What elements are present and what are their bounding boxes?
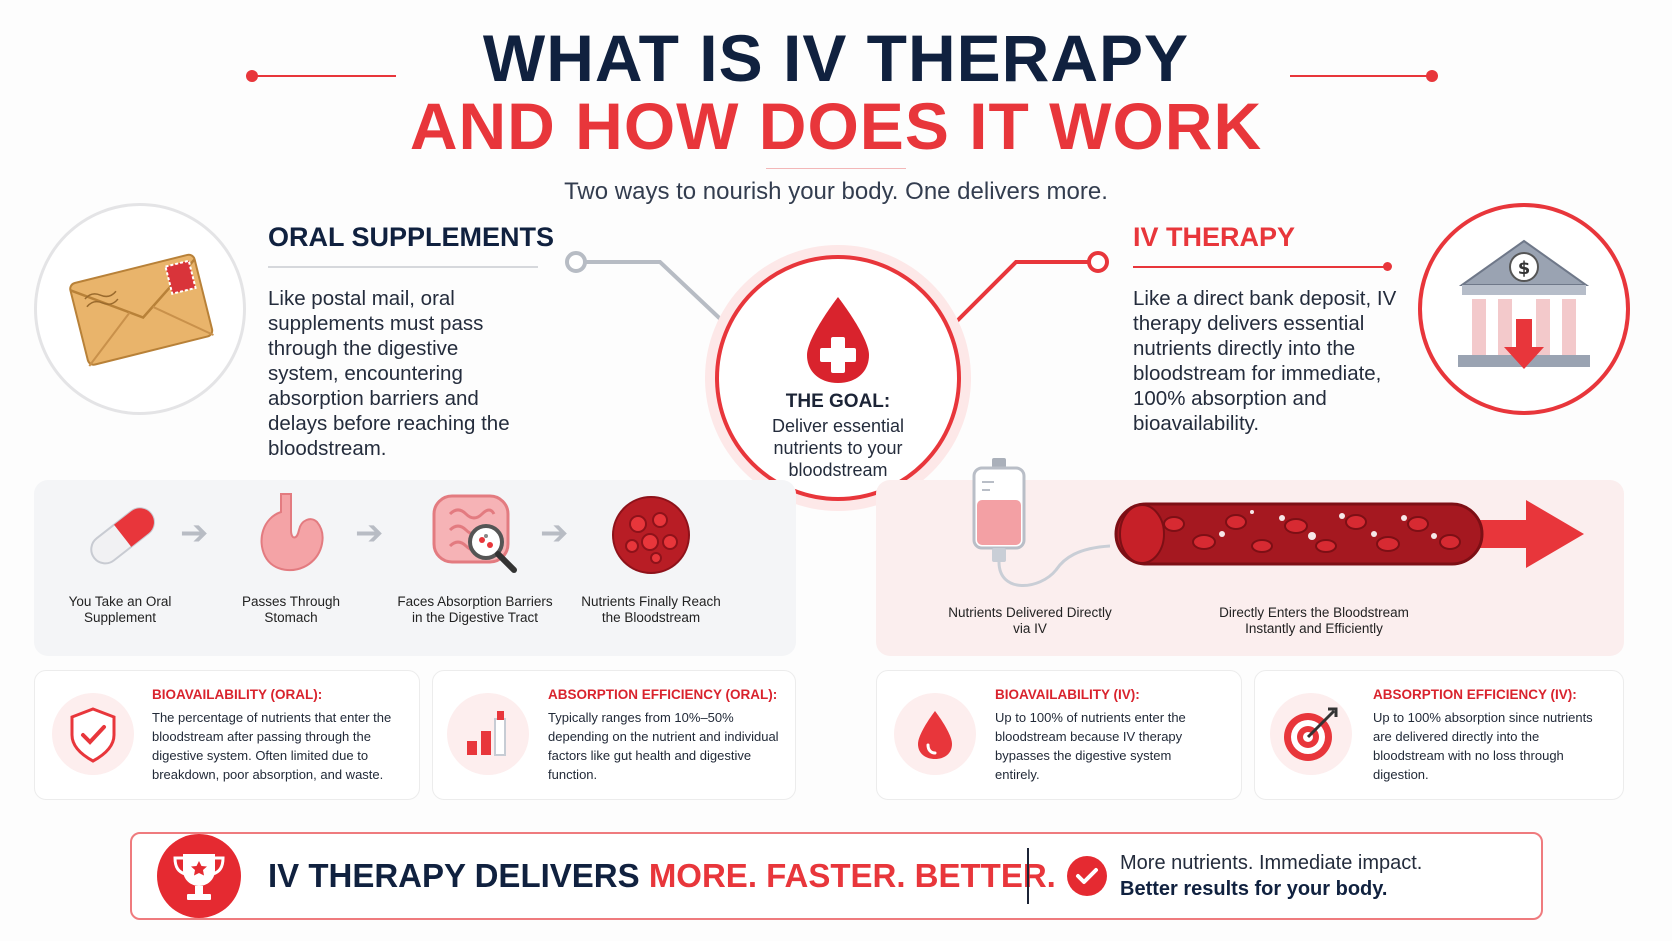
bar-chart-icon	[467, 711, 506, 756]
shield-check-icon	[70, 707, 116, 763]
arrow-1: ➔	[180, 514, 209, 552]
decor-dot-right	[1426, 70, 1438, 82]
arrow-2: ➔	[355, 514, 384, 552]
card-3-icon-circle	[894, 693, 976, 775]
oral-step-1-label: You Take an Oral Supplement	[68, 594, 172, 625]
blood-cells-icon	[612, 496, 690, 574]
drop-icon	[918, 711, 952, 759]
decor-line-left	[252, 75, 396, 77]
iv-description: Like a direct bank deposit, IV therapy d…	[1133, 287, 1397, 435]
footer-tagline-1: More nutrients. Immediate impact.	[1120, 852, 1423, 874]
goal-title: THE GOAL:	[785, 391, 891, 412]
card-3-title: BIOAVAILABILITY (IV):	[995, 687, 1140, 702]
check-icon-circle	[1067, 856, 1107, 896]
card-4-text: Up to 100% absorption since nutrients ar…	[1373, 710, 1593, 782]
arrow-3: ➔	[540, 514, 569, 552]
footer-divider	[1027, 848, 1029, 904]
trophy-icon	[173, 854, 225, 900]
oral-title: ORAL SUPPLEMENTS	[268, 222, 555, 252]
trophy-icon-circle	[157, 834, 241, 918]
goal-circle: THE GOAL: Deliver essential nutrients to…	[715, 255, 961, 501]
check-icon	[1076, 868, 1098, 884]
card-2-title: ABSORPTION EFFICIENCY (ORAL):	[548, 687, 778, 702]
subtitle: Two ways to nourish your body. One deliv…	[564, 178, 1108, 205]
iv-step-1-label: Nutrients Delivered Directly via IV	[948, 605, 1112, 636]
oral-step-4-label: Nutrients Finally Reach the Bloodstream	[581, 594, 721, 625]
oral-title-rule	[268, 266, 538, 268]
iv-title-rule	[1133, 266, 1388, 268]
bank-icon: $	[1458, 239, 1590, 369]
decor-line-right	[1290, 75, 1430, 77]
page-title-line2: AND HOW DOES IT WORK	[409, 89, 1263, 163]
blood-drop-icon	[807, 297, 869, 383]
card-2-icon-circle	[447, 693, 529, 775]
goal-text: Deliver essential nutrients to your bloo…	[771, 416, 905, 480]
footer-headline: IV THERAPY DELIVERS MORE. FASTER. BETTER…	[268, 857, 1056, 895]
stomach-icon	[260, 493, 324, 572]
envelope-icon	[69, 253, 214, 367]
footer-banner	[130, 832, 1543, 920]
card-4-title: ABSORPTION EFFICIENCY (IV):	[1373, 687, 1577, 702]
oral-icon-circle	[34, 203, 246, 415]
oral-description: Like postal mail, oral supplements must …	[268, 287, 510, 460]
oral-step-3-label: Faces Absorption Barriers in the Digesti…	[397, 594, 553, 625]
goal-connectors	[565, 251, 1109, 332]
svg-text:$: $	[1518, 258, 1531, 279]
blood-vessel-icon	[1114, 500, 1584, 568]
subtitle-rule	[766, 168, 906, 169]
footer-headline-prefix: IV THERAPY DELIVERS	[268, 857, 649, 894]
intestine-icon	[432, 494, 517, 573]
iv-icon-circle: $	[1418, 203, 1630, 415]
card-1-text: The percentage of nutrients that enter t…	[152, 710, 392, 782]
card-4-icon-circle	[1270, 693, 1352, 775]
footer-headline-highlight: MORE. FASTER. BETTER.	[648, 857, 1056, 894]
footer-tagline-2: Better results for your body.	[1120, 878, 1388, 900]
target-icon	[1284, 707, 1338, 761]
oral-step-2-label: Passes Through Stomach	[241, 594, 341, 625]
page-title-line1: WHAT IS IV THERAPY	[482, 21, 1190, 95]
card-2-text: Typically ranges from 10%–50% depending …	[548, 710, 779, 782]
pill-icon	[90, 507, 155, 565]
iv-title: IV THERAPY	[1133, 222, 1296, 252]
card-1-icon-circle	[52, 693, 134, 775]
card-1-title: BIOAVAILABILITY (ORAL):	[152, 687, 323, 702]
iv-step-2-label: Directly Enters the Bloodstream Instantl…	[1219, 605, 1409, 636]
iv-bag-icon	[972, 458, 1110, 587]
card-3-text: Up to 100% of nutrients enter the bloods…	[995, 710, 1186, 782]
iv-rule-dot	[1383, 262, 1392, 271]
